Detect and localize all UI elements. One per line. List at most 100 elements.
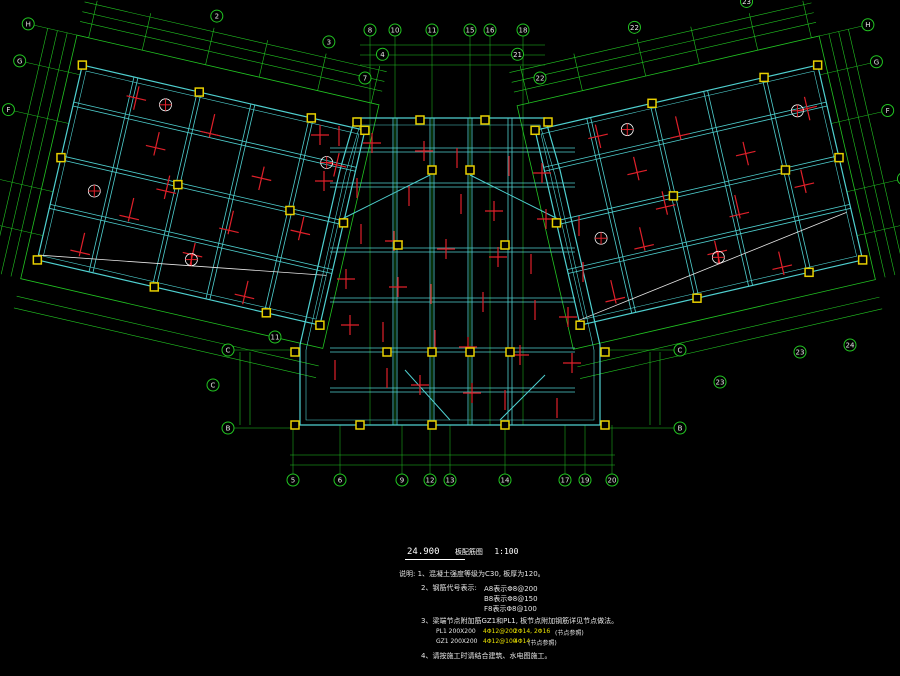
left-wing-beam-v <box>209 104 256 300</box>
right-rebar-h <box>605 296 626 303</box>
right-wing-dim-bottom <box>580 308 883 379</box>
center-axis-bottom-12-circle <box>423 473 437 487</box>
left-axis-top-3-label: 3 <box>327 38 331 46</box>
left-wing-dim-top <box>82 11 385 82</box>
note-a8: A8表示Φ8@200 <box>484 585 538 593</box>
center-axis-bottom-9-circle <box>395 473 409 487</box>
left-rebar-h <box>290 229 311 236</box>
note-line-3: 3、梁端节点附加筋GZ1和PL1, 板节点附加钢筋详见节点做法。 <box>421 617 619 625</box>
dimension-lines <box>0 0 900 466</box>
joint-axis-b-23-label: 23 <box>796 349 805 357</box>
left-wing-beam-v <box>205 103 252 299</box>
right-axis-low-C-circle <box>673 343 687 357</box>
right-wing-beam-h <box>567 204 850 271</box>
left-axis-top-2-circle <box>210 9 224 23</box>
center-column <box>290 420 300 430</box>
center-axis-top-18-label: 18 <box>519 27 528 35</box>
left-rebar-h <box>251 175 272 182</box>
title-label: 板配筋图 <box>454 548 483 556</box>
right-wing-dim-side <box>848 29 900 255</box>
left-wing-column <box>32 255 43 265</box>
center-axis-top-18-circle <box>516 23 530 37</box>
center-beam-diag <box>469 174 561 221</box>
left-rebar-v <box>242 280 249 305</box>
right-wing-inner-outline <box>540 70 858 320</box>
left-wing-column <box>194 87 205 97</box>
right-axis-low-B-circle <box>673 421 687 435</box>
left-axis-top-4-circle <box>375 47 389 61</box>
left-wing-beam-h <box>60 159 344 226</box>
right-rebar-h <box>627 169 648 176</box>
center-axis-top-8-circle <box>363 23 377 37</box>
right-rebar-v <box>800 169 807 194</box>
left-rebar-h <box>182 251 203 258</box>
right-wing-dim-top <box>509 2 812 73</box>
left-wing-beam-v <box>88 76 135 272</box>
joint-axis-24-label: 24 <box>846 342 855 350</box>
right-wing-column <box>575 320 585 330</box>
center-column <box>505 347 515 357</box>
joint-axis-22-circle <box>533 71 547 85</box>
right-rebar-h <box>772 264 793 271</box>
left-wing-column <box>285 205 295 216</box>
right-wing-dim-tick <box>802 0 812 38</box>
left-wing-dim-top <box>84 1 387 72</box>
note-line-2: 2、钢筋代号表示: <box>421 584 477 592</box>
joint-axis-11-circle <box>268 330 282 344</box>
right-wing-column <box>857 255 868 265</box>
right-wing-beam-v <box>586 118 633 314</box>
right-rebar-v <box>778 251 785 276</box>
right-axis-side-line <box>831 111 882 124</box>
center-axis-bottom-19-label: 19 <box>581 477 590 485</box>
left-wing-dim-tick <box>205 27 215 65</box>
left-axis-side-line <box>0 225 44 236</box>
left-rebar-h <box>70 249 91 256</box>
center-axis-bottom-6-label: 6 <box>338 477 343 485</box>
right-axis-top-23-label: 23 <box>742 0 751 6</box>
left-wing-dim-side <box>0 30 58 275</box>
right-axis-side-G-circle <box>869 55 883 69</box>
center-axis-top-16-label: 16 <box>486 27 495 35</box>
center-column <box>480 115 490 125</box>
left-axis-side-H-label: H <box>26 20 31 28</box>
right-wing-beam-h <box>544 105 828 172</box>
right-wing-column <box>647 98 657 109</box>
right-wing-beam-v <box>590 117 637 313</box>
center-column <box>465 347 475 357</box>
center-axis-bottom-12-label: 12 <box>426 477 435 485</box>
left-rebar-h <box>234 293 255 300</box>
left-wing-column <box>338 218 349 228</box>
left-axis-side-line <box>25 61 81 76</box>
left-wing-inner-outline <box>42 70 360 320</box>
joint-axis-11-label: 11 <box>271 334 280 342</box>
right-rebar-h <box>729 211 750 218</box>
center-column <box>415 115 425 125</box>
left-axis-top-3-circle <box>322 35 336 49</box>
right-wing-column <box>804 267 814 278</box>
right-wing-column <box>551 218 562 228</box>
right-rebar-h <box>794 182 815 188</box>
center-axis-bottom-5-label: 5 <box>291 477 295 485</box>
left-wing-grid-frame <box>20 34 380 349</box>
right-wing-dim-top <box>513 22 817 93</box>
left-axis-side-G-circle <box>13 54 27 68</box>
left-wing-dim-bottom <box>13 307 317 378</box>
note-pl1-extra: 2Φ14, 2Φ16 <box>514 628 551 635</box>
center-column <box>427 347 437 357</box>
left-axis-low-B-circle <box>221 421 235 435</box>
left-rebar-h <box>200 130 221 137</box>
center-axis-top-10-circle <box>388 23 402 37</box>
left-axis-top-2-label: 2 <box>215 13 219 21</box>
right-rebar-v <box>633 156 640 181</box>
center-axis-bottom-13-label: 13 <box>446 477 455 485</box>
center-column <box>352 117 362 127</box>
right-axis-side-H-circle <box>861 18 875 32</box>
left-rebar-h <box>219 227 239 234</box>
title-elevation: 24.900 <box>407 547 440 557</box>
right-rebar-h <box>634 243 654 250</box>
left-rebar-h <box>119 214 140 221</box>
right-axis-top-22-label: 22 <box>630 24 639 32</box>
left-wing-dim-tick <box>370 65 381 104</box>
left-rebar-v <box>153 131 160 156</box>
